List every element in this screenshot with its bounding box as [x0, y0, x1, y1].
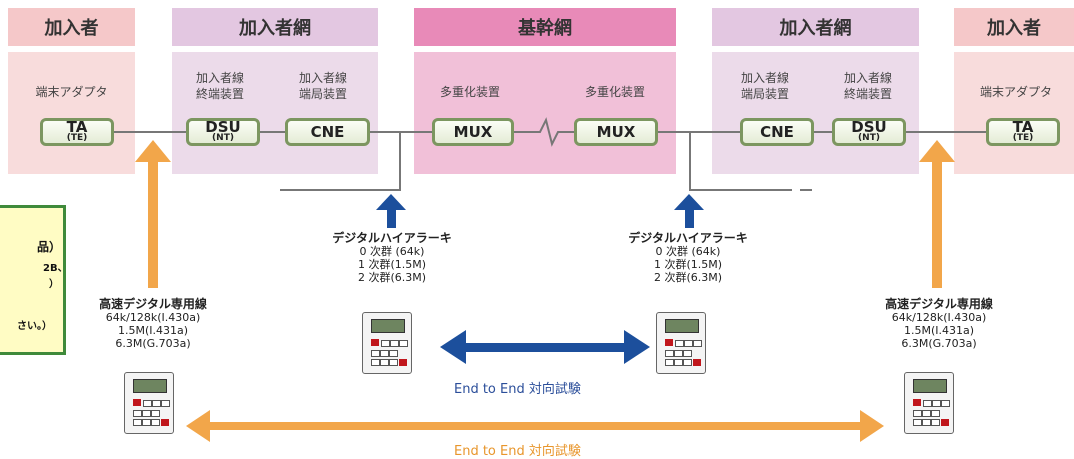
- ta-left-main: TA: [66, 118, 88, 136]
- hierarchy-left-line-2: 2 次群(6.3M): [357, 271, 427, 284]
- label-line-terminal-right-1: 加入者線: [843, 71, 892, 85]
- dsu-right-main: DSU: [851, 118, 887, 136]
- hierarchy-right-line-1: 1 次群(1.5M): [653, 258, 723, 271]
- label-line-exchange-right-1: 加入者線: [740, 71, 789, 85]
- label-mux-left: 多重化装置: [439, 85, 500, 99]
- leased-line-left-title: 高速デジタル専用線: [99, 297, 207, 311]
- hierarchy-left-title: デジタルハイアラーキ: [332, 231, 452, 245]
- dsu-left-main: DSU: [205, 118, 241, 136]
- leased-line-right-line-0: 64k/128k(I.430a): [891, 311, 987, 324]
- end-to-end-label-blue: End to End 対向試験: [454, 382, 581, 397]
- hierarchy-right-line-0: 0 次群 (64k): [655, 245, 721, 258]
- leased-line-left-line-2: 6.3M(G.703a): [115, 337, 191, 350]
- tester-mid-left: [362, 312, 412, 374]
- hierarchy-right-line-2: 2 次群(6.3M): [653, 271, 723, 284]
- leased-line-right-line-1: 1.5M(I.431a): [903, 324, 975, 337]
- label-line-exchange-right-2: 端局装置: [740, 87, 789, 101]
- ta-right-main: TA: [1012, 118, 1034, 136]
- cne-left-label: CNE: [310, 123, 345, 141]
- left-subscriber-panel: [8, 52, 135, 174]
- dsu-device-right: DSU (NT): [832, 118, 906, 146]
- mux-left-label: MUX: [453, 123, 493, 141]
- mux-right-label: MUX: [596, 123, 636, 141]
- left-network-panel: [172, 52, 378, 174]
- label-line-terminal-left-2: 終端装置: [195, 87, 244, 101]
- note-box: 品） 2B、 ） さい。）: [0, 205, 68, 355]
- dsu-left-sub: (NT): [212, 133, 234, 143]
- note-line-2: ）: [49, 279, 59, 290]
- orange-up-arrow-left: [135, 140, 171, 288]
- leased-line-right-line-2: 6.3M(G.703a): [901, 337, 977, 350]
- cne-device-left: CNE: [285, 118, 370, 146]
- note-line-3: さい。）: [17, 321, 52, 332]
- ta-left-sub: (TE): [66, 133, 88, 143]
- hierarchy-left-line-0: 0 次群 (64k): [359, 245, 425, 258]
- label-line-terminal-left-1: 加入者線: [195, 71, 244, 85]
- leased-line-left: 高速デジタル専用線 64k/128k(I.430a) 1.5M(I.431a) …: [70, 297, 236, 351]
- header-left-subscriber: 加入者: [8, 8, 135, 46]
- hierarchy-left: デジタルハイアラーキ 0 次群 (64k) 1 次群(1.5M) 2 次群(6.…: [302, 231, 482, 285]
- tester-bottom-right: [904, 372, 954, 434]
- header-right-network: 加入者網: [712, 8, 919, 46]
- header-left-network: 加入者網: [172, 8, 378, 46]
- label-line-exchange-left-1: 加入者線: [298, 71, 347, 85]
- note-line-0: 品）: [37, 240, 62, 254]
- header-right-subscriber: 加入者: [954, 8, 1074, 46]
- label-line-terminal-right-2: 終端装置: [843, 87, 892, 101]
- end-to-end-label-orange: End to End 対向試験: [454, 444, 581, 459]
- label-line-exchange-left-2: 端局装置: [298, 87, 347, 101]
- blue-double-arrow: [440, 330, 650, 364]
- hierarchy-left-line-1: 1 次群(1.5M): [357, 258, 427, 271]
- right-network-panel: [712, 52, 919, 174]
- hierarchy-right-title: デジタルハイアラーキ: [628, 231, 748, 245]
- dsu-device-left: DSU (NT): [186, 118, 260, 146]
- note-line-1: 2B、: [43, 263, 68, 274]
- leased-line-left-line-1: 1.5M(I.431a): [117, 324, 189, 337]
- leased-line-right-title: 高速デジタル専用線: [885, 297, 993, 311]
- orange-up-arrow-right: [919, 140, 955, 288]
- hierarchy-right: デジタルハイアラーキ 0 次群 (64k) 1 次群(1.5M) 2 次群(6.…: [598, 231, 778, 285]
- leased-line-left-line-0: 64k/128k(I.430a): [105, 311, 201, 324]
- ta-right-sub: (TE): [1012, 133, 1034, 143]
- label-mux-right: 多重化装置: [584, 85, 645, 99]
- blue-up-arrow-left: [376, 194, 406, 228]
- dsu-right-sub: (NT): [858, 133, 880, 143]
- tester-bottom-left: [124, 372, 174, 434]
- label-line-terminal-left: 加入者線 終端装置: [180, 70, 260, 102]
- label-terminal-adapter-left: 端末アダプタ: [35, 85, 108, 99]
- ta-device-left: TA (TE): [40, 118, 114, 146]
- tester-mid-right: [656, 312, 706, 374]
- ta-device-right: TA (TE): [986, 118, 1060, 146]
- label-line-exchange-right: 加入者線 端局装置: [725, 70, 805, 102]
- label-terminal-adapter-right: 端末アダプタ: [979, 85, 1052, 99]
- right-subscriber-panel: [954, 52, 1074, 174]
- orange-double-arrow: [186, 410, 884, 442]
- blue-up-arrow-right: [674, 194, 704, 228]
- cne-device-right: CNE: [740, 118, 814, 146]
- label-line-terminal-right: 加入者線 終端装置: [828, 70, 908, 102]
- label-line-exchange-left: 加入者線 端局装置: [283, 70, 363, 102]
- leased-line-right: 高速デジタル専用線 64k/128k(I.430a) 1.5M(I.431a) …: [856, 297, 1022, 351]
- mux-device-right: MUX: [574, 118, 658, 146]
- backbone-panel: [414, 52, 676, 174]
- header-backbone: 基幹網: [414, 8, 676, 46]
- cne-right-label: CNE: [760, 123, 794, 141]
- mux-device-left: MUX: [432, 118, 514, 146]
